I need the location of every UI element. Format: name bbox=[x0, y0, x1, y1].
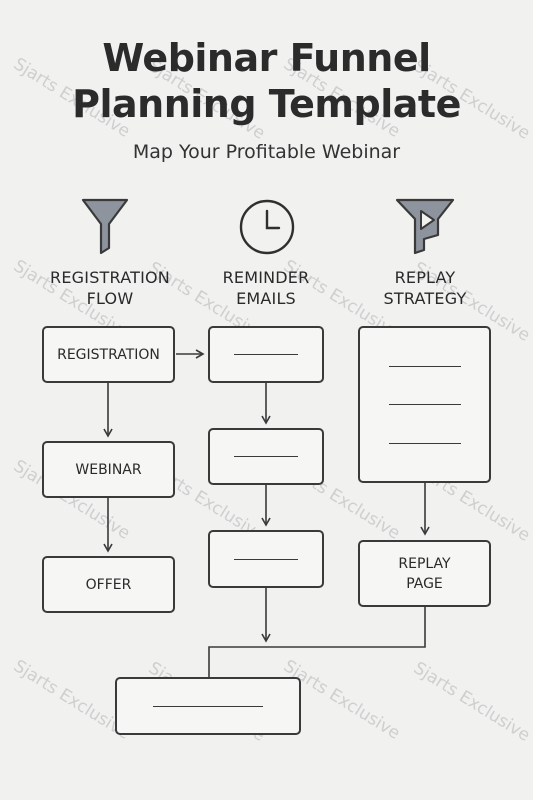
replay-strategy-box bbox=[358, 326, 491, 483]
replay-page-label-line1: REPLAY bbox=[398, 555, 451, 572]
label-line: FLOW bbox=[86, 289, 134, 308]
replay-page-box: REPLAY PAGE bbox=[358, 540, 491, 607]
replay-page-label-line2: PAGE bbox=[406, 575, 443, 592]
column-label-replay: REPLAY STRATEGY bbox=[345, 267, 505, 309]
blank-line bbox=[388, 442, 461, 444]
page-subtitle: Map Your Profitable Webinar bbox=[132, 141, 401, 163]
final-box bbox=[115, 677, 301, 735]
blank-line bbox=[153, 705, 263, 707]
offer-box-label: OFFER bbox=[85, 576, 132, 593]
webinar-box-label: WEBINAR bbox=[75, 461, 142, 478]
label-line: STRATEGY bbox=[383, 289, 467, 308]
page-title-line1: Webinar Funnel bbox=[102, 36, 431, 80]
blank-line bbox=[234, 558, 298, 560]
reminder-email-box-1 bbox=[208, 326, 324, 383]
label-line: REGISTRATION bbox=[50, 268, 170, 287]
blank-line bbox=[234, 456, 298, 457]
clock-icon bbox=[239, 199, 295, 255]
offer-box: OFFER bbox=[42, 556, 175, 613]
column-label-registration: REGISTRATION FLOW bbox=[30, 267, 190, 309]
blank-line bbox=[388, 404, 461, 405]
connector-replay-to-final bbox=[208, 607, 426, 678]
page-title-line2: Planning Template bbox=[72, 82, 461, 126]
column-label-reminder: REMINDER EMAILS bbox=[186, 267, 346, 309]
funnel-icon bbox=[81, 198, 129, 255]
play-funnel-icon bbox=[395, 198, 455, 255]
label-line: REMINDER bbox=[222, 268, 310, 287]
label-line: EMAILS bbox=[236, 289, 296, 308]
label-line: REPLAY bbox=[394, 268, 456, 287]
webinar-box: WEBINAR bbox=[42, 441, 175, 498]
blank-line bbox=[234, 354, 298, 355]
blank-line bbox=[388, 365, 461, 367]
registration-box: REGISTRATION bbox=[42, 326, 175, 383]
registration-box-label: REGISTRATION bbox=[57, 346, 160, 363]
reminder-email-box-2 bbox=[208, 428, 324, 485]
reminder-email-box-3 bbox=[208, 530, 324, 588]
